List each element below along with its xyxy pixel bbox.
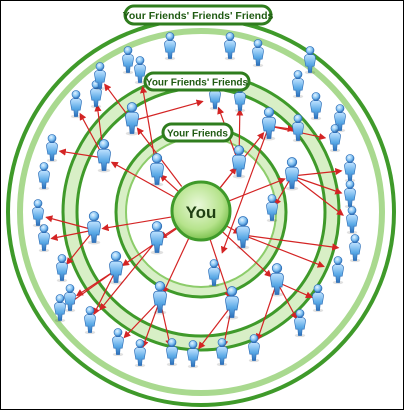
- connector-arrow: [276, 281, 298, 320]
- person-icon: [56, 254, 68, 283]
- person-icon: [38, 224, 50, 253]
- connector-arrow: [242, 234, 325, 268]
- person-icon: [349, 234, 361, 263]
- person-icon: [292, 114, 304, 143]
- connector-arrow: [209, 237, 232, 299]
- connector-arrow: [131, 99, 204, 122]
- person-icon: [54, 294, 66, 323]
- connector-arrow: [66, 229, 95, 265]
- center-circle: [170, 180, 232, 242]
- outer-ring-inner-line: [17, 28, 385, 396]
- label-friends-friends-friends: Your Friends' Friends' Friends: [123, 4, 274, 26]
- connector-arrow: [291, 167, 343, 177]
- connector-arrow: [276, 281, 313, 299]
- person-icon: [334, 104, 346, 133]
- connector-arrow: [93, 269, 117, 316]
- person-icon: [70, 90, 82, 119]
- person-icon: [125, 102, 139, 136]
- person-icon: [346, 206, 358, 235]
- person-icon: [312, 284, 324, 313]
- person-icon: [150, 221, 164, 255]
- person-icon: [64, 284, 76, 313]
- connector-arrow: [101, 216, 172, 232]
- person-icon: [38, 162, 50, 191]
- person-icon: [122, 46, 134, 75]
- person-icon: [310, 92, 322, 121]
- person-icon: [32, 199, 44, 228]
- person-icon: [225, 286, 239, 320]
- person-icon: [270, 263, 284, 297]
- person-icon: [46, 134, 58, 163]
- connector-arrow: [99, 239, 158, 311]
- person-icon: [252, 39, 264, 68]
- label-pill: [123, 4, 273, 26]
- person-icon: [236, 216, 250, 250]
- connector-arrow: [220, 125, 270, 254]
- person-icon: [87, 211, 101, 245]
- person-icon: [248, 334, 260, 363]
- person-icon: [329, 124, 341, 153]
- person-icon: [216, 338, 228, 367]
- label-text: Your Friends' Friends' Friends: [123, 10, 274, 22]
- label-text: Your Friends' Friends: [146, 78, 249, 89]
- connector-arrow: [291, 175, 344, 216]
- label-friends: Your Friends: [161, 122, 234, 143]
- connections: [45, 83, 344, 350]
- person-icon: [109, 251, 123, 285]
- person-icon: [164, 32, 176, 61]
- connector-arrow: [110, 161, 175, 198]
- person-icon: [166, 338, 178, 367]
- center-label: You: [186, 203, 217, 222]
- person-icon: [224, 32, 236, 61]
- person-icon: [262, 107, 276, 141]
- label-pill: [143, 71, 251, 92]
- label-pill: [161, 122, 234, 143]
- person-icon: [266, 194, 278, 223]
- person-icon: [84, 306, 96, 335]
- person-icon: [97, 139, 111, 173]
- connector-arrow: [255, 281, 278, 341]
- connector-arrow: [162, 236, 191, 295]
- connector-arrow: [67, 269, 117, 305]
- label-friends-friends: Your Friends' Friends: [143, 71, 251, 92]
- connector-arrow: [198, 304, 233, 350]
- person-icon: [232, 145, 246, 179]
- connector-arrow: [50, 229, 95, 241]
- connector-arrow: [242, 234, 340, 251]
- connector-arrow: [123, 299, 161, 339]
- person-icon: [153, 281, 167, 315]
- connector-arrow: [141, 299, 161, 348]
- person-icon: [304, 46, 316, 75]
- person-icon: [187, 340, 199, 369]
- connector-arrow: [226, 177, 286, 203]
- person-icon: [285, 157, 299, 191]
- person-icon: [294, 309, 306, 338]
- person-icon: [150, 153, 164, 187]
- person-icon: [208, 259, 220, 288]
- connector-arrow: [221, 231, 272, 278]
- connector-arrow: [291, 175, 343, 195]
- person-icon: [292, 70, 304, 99]
- connector-arrow: [58, 148, 105, 159]
- person-icon: [332, 256, 344, 285]
- person-icon: [134, 56, 146, 85]
- label-text: Your Friends: [167, 129, 228, 140]
- person-icon: [112, 328, 124, 357]
- people: [32, 32, 361, 369]
- person-icon: [344, 180, 356, 209]
- person-icon: [134, 339, 146, 368]
- connector-arrow: [45, 215, 95, 231]
- center-node: You: [170, 180, 232, 242]
- person-icon: [94, 62, 106, 91]
- connector-arrow: [121, 227, 178, 267]
